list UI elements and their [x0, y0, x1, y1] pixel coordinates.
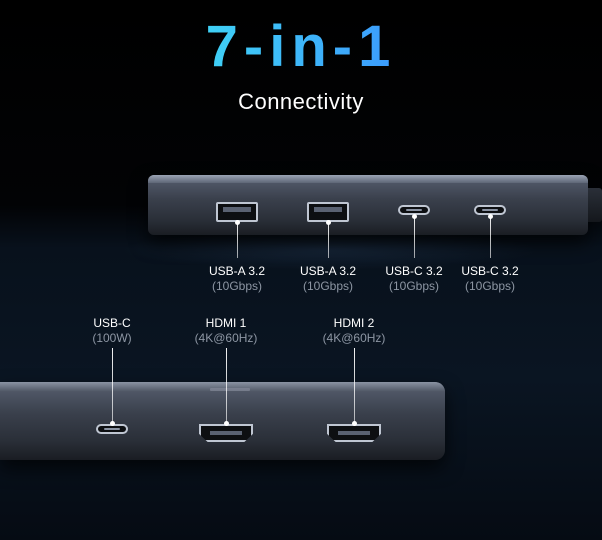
port-spec: (4K@60Hz)	[322, 331, 386, 345]
port-label-usb-c-pd: USB-C (100W)	[52, 316, 172, 346]
port-label-usb-c-1: USB-C 3.2 (10Gbps)	[354, 264, 474, 294]
callout-line-usb-a-1	[235, 220, 240, 258]
headline-subtitle: Connectivity	[238, 89, 364, 114]
port-name: USB-C 3.2	[461, 264, 519, 278]
callout-line-hdmi-2	[352, 348, 357, 426]
callout-line-hdmi-1	[224, 348, 229, 426]
usb-a-port-2-icon	[307, 202, 349, 222]
hdmi-port-2-icon	[327, 424, 381, 442]
hub-top-bevel	[148, 175, 588, 183]
headline-title: 7-in-1	[0, 18, 602, 76]
port-name: USB-A 3.2	[299, 264, 357, 278]
port-label-hdmi-1: HDMI 1 (4K@60Hz)	[166, 316, 286, 346]
port-name: USB-C 3.2	[385, 264, 443, 278]
port-label-usb-a-2: USB-A 3.2 (10Gbps)	[268, 264, 388, 294]
port-spec: (10Gbps)	[302, 279, 354, 293]
hub-cable	[588, 188, 602, 222]
port-spec: (4K@60Hz)	[194, 331, 258, 345]
usb-a-port-1-icon	[216, 202, 258, 222]
hdmi-port-1-icon	[199, 424, 253, 442]
port-spec: (100W)	[92, 331, 132, 345]
port-label-hdmi-2: HDMI 2 (4K@60Hz)	[294, 316, 414, 346]
callout-line-usb-a-2	[326, 220, 331, 258]
port-label-usb-c-2: USB-C 3.2 (10Gbps)	[430, 264, 550, 294]
callout-line-usb-c-pd	[110, 348, 115, 426]
port-name: USB-C	[93, 316, 131, 330]
callout-line-usb-c-2	[488, 214, 493, 258]
brand-engraving	[210, 388, 250, 391]
port-spec: (10Gbps)	[388, 279, 440, 293]
port-label-usb-a-1: USB-A 3.2 (10Gbps)	[177, 264, 297, 294]
hub-bottom-bevel	[0, 382, 445, 392]
port-name: HDMI 2	[333, 316, 375, 330]
port-name: HDMI 1	[205, 316, 247, 330]
port-spec: (10Gbps)	[211, 279, 263, 293]
port-spec: (10Gbps)	[464, 279, 516, 293]
hub-top-body	[148, 175, 588, 235]
hub-bottom-body	[0, 382, 445, 460]
port-name: USB-A 3.2	[208, 264, 266, 278]
background-glow	[120, 230, 540, 270]
callout-line-usb-c-1	[412, 214, 417, 258]
